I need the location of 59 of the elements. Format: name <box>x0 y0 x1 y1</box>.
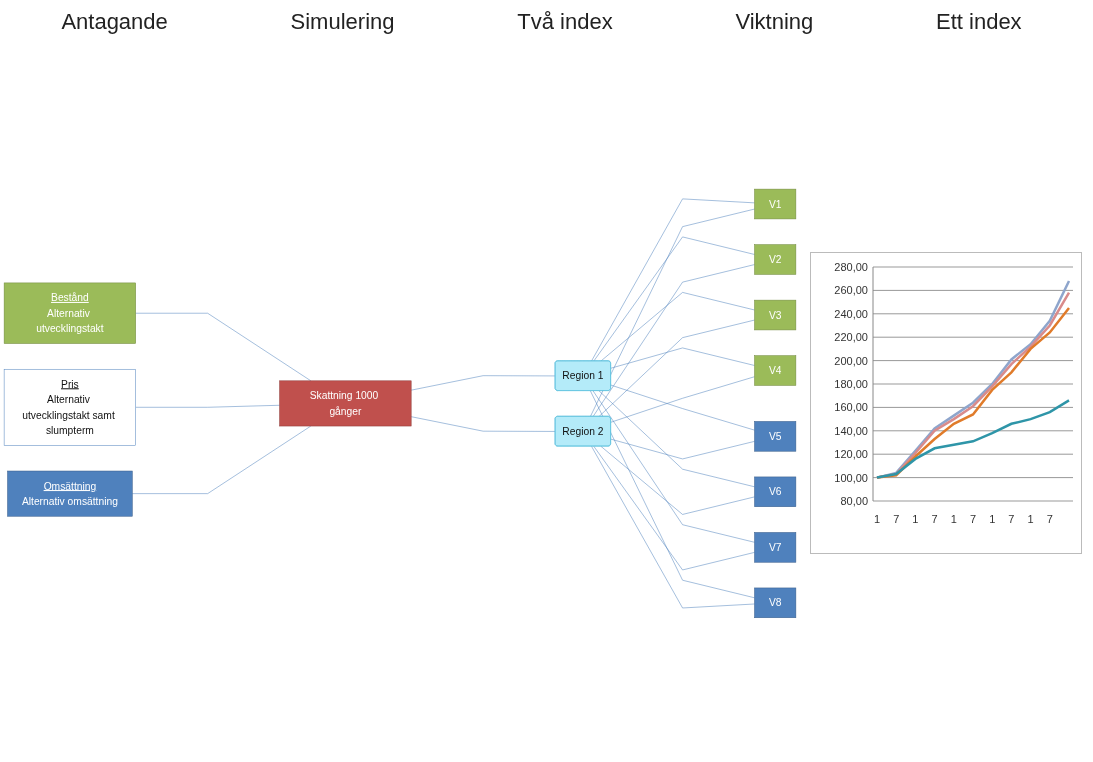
column-heading: Simulering <box>290 9 395 35</box>
connector <box>600 291 755 361</box>
connector <box>135 312 312 381</box>
axis-tick-label: 220,00 <box>834 331 868 344</box>
node-box: V2 <box>754 243 797 275</box>
axis-tick-label: 7 <box>1008 513 1015 525</box>
connector <box>592 263 755 417</box>
axis-tick-label: 7 <box>931 513 938 525</box>
axis-tick-label: 1 <box>989 513 996 525</box>
axis-tick-label: 1 <box>950 513 957 525</box>
node-box: Skattning 1000 gånger <box>279 380 412 426</box>
connector <box>593 236 755 361</box>
connector <box>610 438 755 459</box>
axis-tick-label: 180,00 <box>834 378 868 390</box>
axis-tick-label: 1 <box>873 513 881 525</box>
axis-tick-label: 260,00 <box>834 284 868 297</box>
connector <box>598 319 755 417</box>
connector <box>610 384 755 430</box>
axis-tick-label: 160,00 <box>834 401 868 414</box>
node-box: V8 <box>754 587 797 618</box>
node-box: V5 <box>754 420 797 452</box>
column-heading: Två index <box>517 9 613 35</box>
connector <box>410 416 556 432</box>
column-heading: Ett index <box>936 9 1022 35</box>
axis-tick-label: 100,00 <box>834 471 868 484</box>
axis-tick-label: 1 <box>912 513 919 525</box>
connector <box>591 445 755 608</box>
axis-tick-label: 1 <box>1027 513 1034 525</box>
connector <box>132 425 312 494</box>
connector <box>135 404 280 408</box>
connector <box>590 390 755 598</box>
connector <box>610 347 755 369</box>
axis-tick-label: 140,00 <box>834 424 868 437</box>
connector <box>590 208 755 417</box>
node-box: Bestånd Alternativ utvecklingstakt <box>3 282 136 344</box>
axis-tick-label: 240,00 <box>834 307 868 320</box>
node-box: Pris Alternativ utvecklingstakt samt slumpterm <box>3 368 136 446</box>
axis-tick-label: 7 <box>1046 513 1053 525</box>
axis-tick-label: 280,00 <box>834 261 868 273</box>
connector <box>591 198 755 361</box>
connector <box>592 390 755 543</box>
column-heading: Antagande <box>61 9 168 35</box>
axis-tick-label: 7 <box>969 513 977 525</box>
node-box: V3 <box>754 299 797 330</box>
column-heading: Viktning <box>735 9 814 35</box>
node-box: V4 <box>754 354 797 386</box>
connector <box>600 445 755 515</box>
node-box: V7 <box>754 531 797 563</box>
connector <box>410 375 556 390</box>
connector <box>598 390 755 487</box>
connector <box>593 445 755 570</box>
node-box: Omsättning Alternativ omsättning <box>7 470 133 517</box>
axis-tick-label: 80,00 <box>840 495 868 507</box>
node-box: V6 <box>754 476 797 507</box>
connector <box>610 376 755 423</box>
node-box: V1 <box>754 188 797 219</box>
axis-tick-label: 200,00 <box>834 354 868 367</box>
axis-tick-label: 7 <box>893 513 900 525</box>
axis-tick-label: 120,00 <box>834 448 868 461</box>
